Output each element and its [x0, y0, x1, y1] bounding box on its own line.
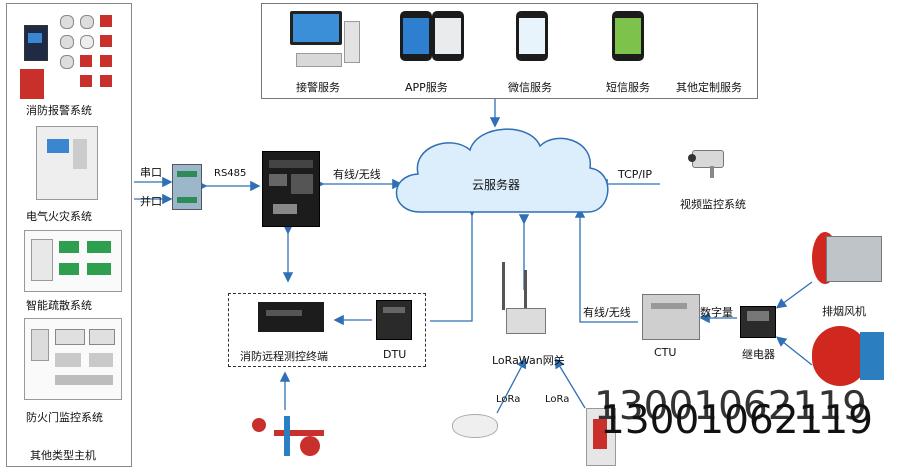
dtu-label: DTU — [383, 348, 407, 361]
tcp-ip-label: TCP/IP — [618, 168, 652, 181]
cloud-shape — [395, 128, 609, 213]
relay-label: 继电器 — [742, 348, 775, 361]
fan-label: 排烟风机 — [822, 305, 866, 318]
fire-door-devices-image — [24, 318, 122, 400]
serial-port-label: 串口 — [140, 166, 162, 179]
fan2-relay-arrow — [775, 336, 813, 366]
left-system-label-2: 电气火灾系统 — [26, 210, 92, 223]
service-label-1: 接警服务 — [296, 81, 340, 94]
ctu-label: CTU — [654, 346, 677, 359]
lora-label-1: LoRa — [496, 394, 521, 405]
watermark-number-back: 13001062119 — [594, 384, 867, 429]
terminal-group — [228, 293, 426, 367]
fan1-relay-arrow — [775, 281, 813, 309]
video-label: 视频监控系统 — [680, 198, 746, 211]
rs485-label: RS485 — [214, 168, 247, 179]
terminal-label: 消防远程测控终端 — [240, 350, 328, 363]
dtu-image — [376, 300, 412, 340]
gateway-image — [502, 262, 546, 342]
camera-image — [688, 142, 732, 182]
service-label-3: 微信服务 — [508, 81, 552, 94]
phone-app-image-2 — [432, 11, 464, 61]
gateway-label: LoRaWan网关 — [492, 354, 565, 367]
service-label-4: 短信服务 — [606, 81, 650, 94]
pump-valve-image — [244, 410, 334, 466]
fan-image-1 — [812, 232, 882, 284]
phone-sms-image — [612, 11, 644, 61]
left-system-label-5: 其他类型主机 — [30, 449, 96, 462]
ctu-cloud-arrow — [574, 207, 638, 323]
smoke-detector-image — [452, 410, 498, 440]
terminal-image — [258, 302, 324, 332]
wired-wireless-label-top: 有线/无线 — [333, 168, 381, 181]
phone-wechat-image — [516, 11, 548, 61]
left-system-label-4: 防火门监控系统 — [26, 411, 103, 424]
left-system-label-1: 消防报警系统 — [26, 104, 92, 117]
ctu-image — [642, 294, 700, 340]
left-system-label-3: 智能疏散系统 — [26, 299, 92, 312]
evacuation-devices-image — [24, 230, 122, 292]
relay-image — [740, 306, 776, 338]
cloud-label: 云服务器 — [472, 178, 521, 192]
service-label-2: APP服务 — [405, 81, 448, 94]
sensor-device-image — [586, 408, 616, 466]
fan-image-2 — [812, 326, 884, 388]
watermark-number-front: 13001062119 — [600, 398, 873, 443]
transmission-device-image — [262, 151, 320, 227]
gateway-dtu-arrow — [430, 206, 478, 322]
lora2-arrow — [554, 357, 586, 409]
phone-app-image — [400, 11, 432, 61]
service-label-5: 其他定制服务 — [676, 81, 742, 94]
computer-image — [290, 11, 360, 69]
digital-label: 数字量 — [700, 306, 733, 319]
electric-fire-panel-image — [36, 126, 98, 200]
parallel-port-label: 并口 — [140, 195, 162, 208]
lora-label-2: LoRa — [545, 394, 570, 405]
services-panel — [261, 3, 758, 99]
fire-alarm-devices-image — [20, 11, 120, 99]
wired-wireless-label-ctu: 有线/无线 — [583, 306, 631, 319]
protocol-converter-image — [172, 164, 202, 210]
lora1-arrow — [496, 357, 527, 414]
